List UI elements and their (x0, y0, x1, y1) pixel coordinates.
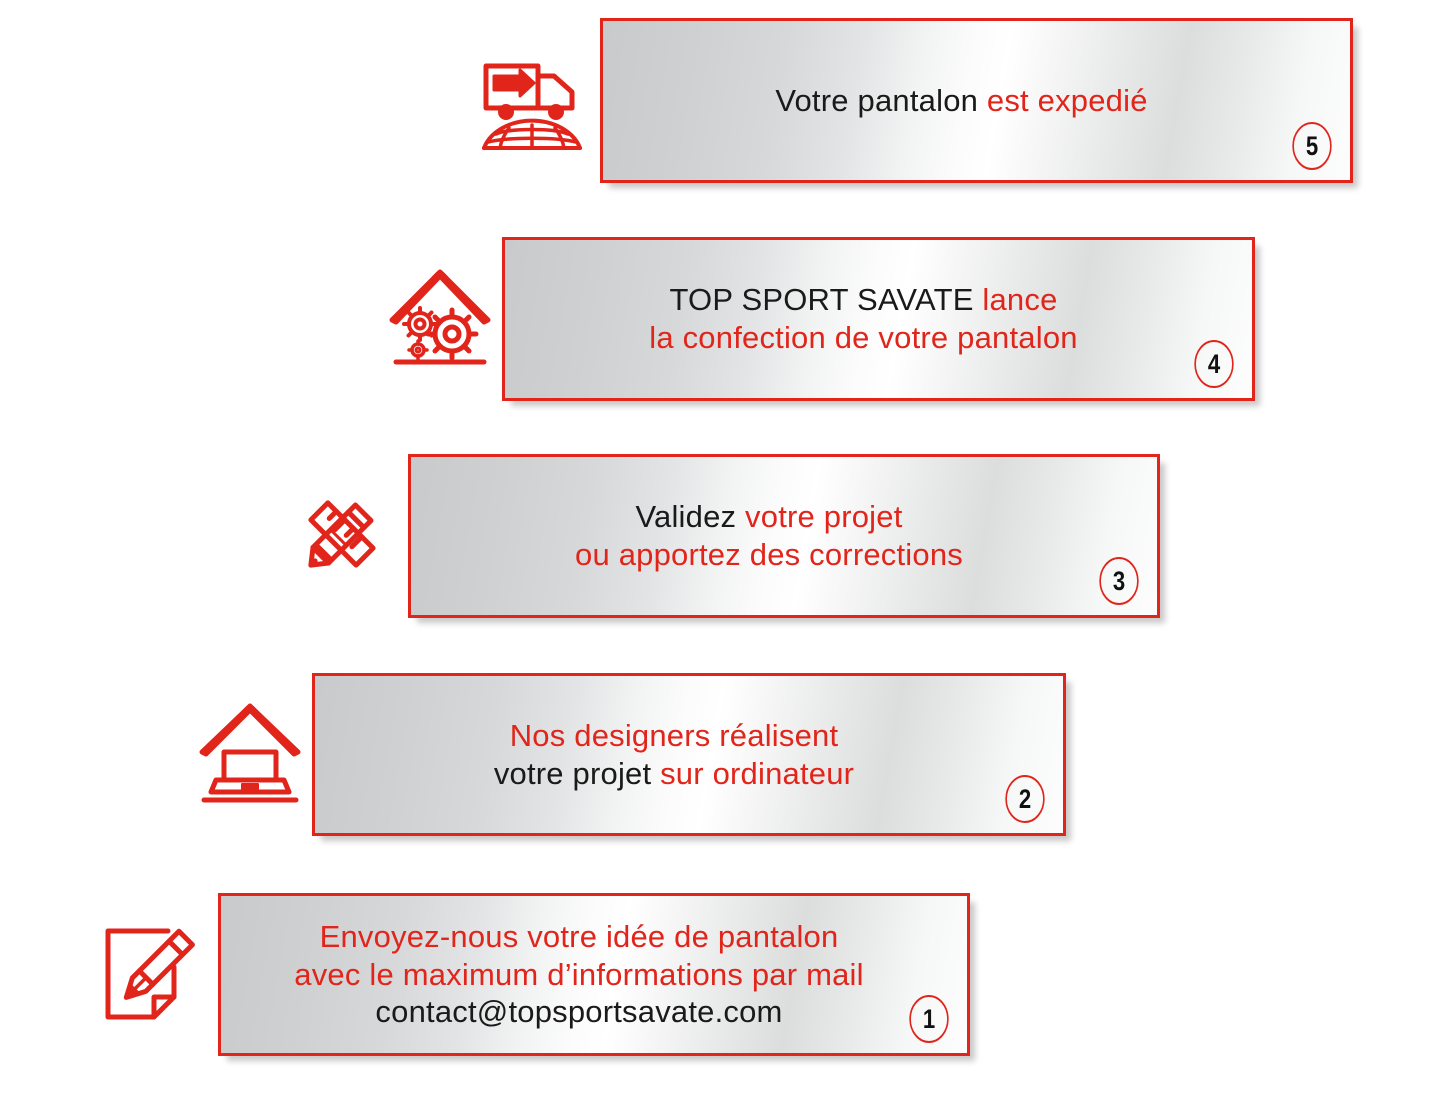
text-segment: est expedié (986, 82, 1148, 118)
laptop-roof-icon (190, 694, 310, 814)
gears-roof-icon (380, 258, 500, 378)
text-segment: la confection de votre pantalon (649, 320, 1078, 355)
step-4-line: TOP SPORT SAVATE lance (649, 281, 1077, 319)
step-1-line: Envoyez-nous votre idée de pantalon (294, 918, 863, 956)
step-2-line: Nos designers réalisent (494, 717, 854, 755)
step-3-badge: 3 (1099, 557, 1139, 605)
step-3-line: Validez votre projet (575, 498, 963, 536)
text-segment: ou apportez des corrections (575, 537, 963, 572)
text-segment: contact@topsportsavate.com (375, 994, 783, 1030)
text-segment: votre projet (745, 499, 903, 535)
step-2-badge: 2 (1005, 775, 1045, 823)
step-4-badge: 4 (1194, 340, 1234, 388)
text-segment: votre projet (493, 755, 661, 791)
step-5-badge: 5 (1292, 122, 1332, 170)
ruler-pencil-icon (282, 474, 402, 594)
step-2-line: votre projet sur ordinateur (494, 755, 854, 793)
text-segment: Validez (635, 499, 746, 535)
step-5-line: Votre pantalon est expedié (775, 82, 1147, 120)
text-segment: Nos designers réalisent (509, 717, 839, 753)
text-segment: sur ordinateur (660, 755, 855, 791)
text-segment: lance (982, 282, 1058, 318)
step-4-line: la confection de votre pantalon (649, 319, 1077, 357)
text-segment: Envoyez-nous votre idée de pantalon (319, 918, 839, 954)
text-segment: TOP SPORT SAVATE (669, 282, 983, 318)
step-5-text: Votre pantalon est expedié (745, 82, 1207, 120)
text-segment: avec le maximum d’informations par mail (294, 956, 864, 992)
text-segment: Votre pantalon (775, 82, 987, 118)
step-1-line: avec le maximum d’informations par mail (294, 956, 863, 994)
step-1-line: contact@topsportsavate.com (294, 993, 863, 1031)
step-3-line: ou apportez des corrections (575, 536, 963, 574)
step-5-bar[interactable]: Votre pantalon est expedié 5 (600, 18, 1353, 183)
step-1-badge: 1 (909, 995, 949, 1043)
note-pencil-icon (90, 913, 210, 1033)
truck-globe-icon (472, 42, 592, 162)
